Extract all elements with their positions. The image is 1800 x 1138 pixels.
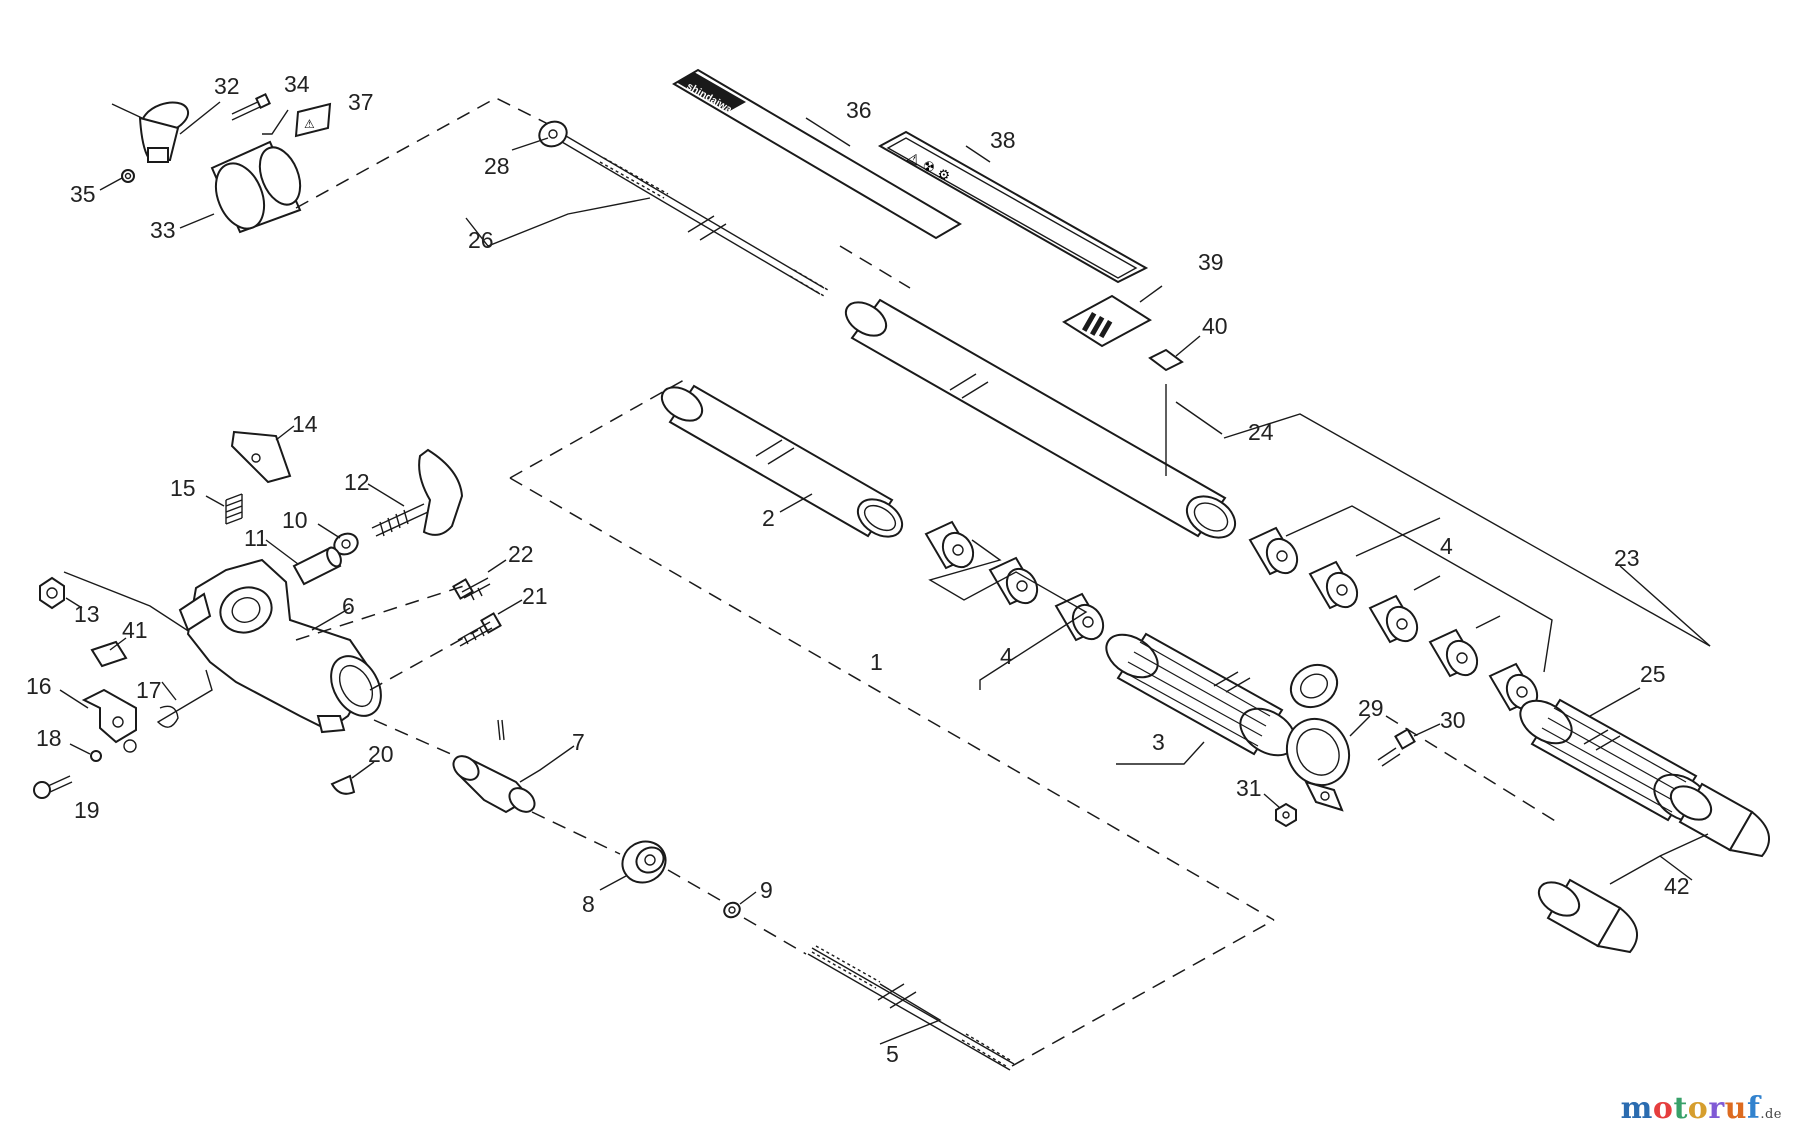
callout-21: 21 (522, 583, 548, 609)
part-33-sleeve (210, 140, 302, 234)
part-12-t-knob (371, 448, 464, 537)
callout-39: 39 (1198, 249, 1224, 275)
callout-42: 42 (1664, 873, 1690, 899)
part-34-screw (231, 93, 271, 121)
callout-29: 29 (1358, 695, 1384, 721)
part-3-grip (1105, 632, 1297, 757)
callout-2: 2 (762, 505, 775, 531)
part-39-decal (1062, 294, 1152, 348)
part-22-screw (452, 577, 491, 601)
watermark-letter: o (1652, 1091, 1674, 1126)
callout-19: 19 (74, 797, 100, 823)
callout-37: 37 (348, 89, 374, 115)
part-11-pin (292, 546, 342, 586)
part-9-retainer (723, 901, 741, 919)
callout-5: 5 (886, 1041, 899, 1067)
part-26-drive-shaft (561, 135, 829, 297)
part-41-label (90, 640, 128, 668)
part-10-washer (333, 532, 359, 556)
part-42-end-cap-upper (1669, 782, 1771, 858)
part-21-screw (457, 612, 502, 647)
callout-35: 35 (70, 181, 96, 207)
part-4-bushing-right-2 (1308, 560, 1359, 610)
watermark-letter: m (1620, 1091, 1653, 1126)
callout-38: 38 (990, 127, 1016, 153)
callout-8: 8 (582, 891, 595, 917)
watermark-logo: motoruf.de (1621, 1091, 1782, 1126)
part-35-nut (121, 169, 135, 183)
callout-17: 17 (136, 677, 162, 703)
callout-25: 25 (1640, 661, 1666, 687)
callout-41: 41 (122, 617, 148, 643)
part-24-outer-tube (844, 298, 1237, 539)
part-30-bolt (1377, 728, 1416, 767)
svg-text:⚠: ⚠ (304, 117, 315, 131)
callout-9: 9 (760, 877, 773, 903)
callout-34: 34 (284, 71, 310, 97)
part-37-label: ⚠ (294, 102, 332, 138)
part-6-gear-housing (178, 558, 382, 734)
callout-3: 3 (1152, 729, 1165, 755)
callout-6: 6 (342, 593, 355, 619)
callout-14: 14 (292, 411, 318, 437)
callout-7: 7 (572, 729, 585, 755)
part-4-bushing-right-1 (1248, 526, 1299, 576)
callout-31: 31 (1236, 775, 1262, 801)
part-4-bushing-right-5 (1488, 662, 1539, 712)
callout-40: 40 (1202, 313, 1228, 339)
callout-23: 23 (1614, 545, 1640, 571)
part-16-bracket (81, 688, 137, 753)
part-20-key (330, 774, 356, 795)
part-32-clamp (138, 101, 190, 163)
part-29-clamp-ring (1285, 663, 1351, 812)
part-4-bushing-left-1 (924, 520, 975, 570)
callout-36: 36 (846, 97, 872, 123)
watermark-letters: motoruf (1621, 1091, 1761, 1126)
part-7-coupler (452, 719, 536, 814)
watermark-letter: f (1746, 1091, 1761, 1126)
callout-22: 22 (508, 541, 534, 567)
callout-20: 20 (368, 741, 394, 767)
callout-26: 26 (468, 227, 494, 253)
part-40-label (1148, 348, 1184, 372)
part-5-lower-drive-shaft (807, 945, 1015, 1071)
part-4-bushing-left-3 (1054, 592, 1105, 642)
watermark-letter: o (1687, 1091, 1709, 1126)
part-28-bushing (538, 120, 568, 148)
watermark-suffix: .de (1760, 1107, 1782, 1122)
part-13-nut (39, 576, 65, 610)
part-2-inner-tube (660, 384, 904, 538)
callout-16: 16 (26, 673, 52, 699)
callout-11: 11 (244, 525, 268, 551)
callout-33: 33 (150, 217, 176, 243)
part-15-spring (225, 493, 243, 525)
watermark-letter: u (1724, 1091, 1747, 1126)
part-4-bushing-right-4 (1428, 628, 1479, 678)
callout-28: 28 (484, 153, 510, 179)
callout-12: 12 (344, 469, 370, 495)
part-18-washer (90, 750, 102, 762)
callout-15: 15 (170, 475, 196, 501)
part-17-spring-clip (156, 669, 213, 728)
callout-18: 18 (36, 725, 62, 751)
callout-4-left: 4 (1000, 643, 1013, 669)
part-42-end-cap-lower (1537, 878, 1639, 954)
callout-13: 13 (74, 601, 100, 627)
callout-1: 1 (870, 649, 883, 675)
callout-32: 32 (214, 73, 240, 99)
callout-24: 24 (1248, 419, 1274, 445)
callout-4-right: 4 (1440, 533, 1453, 559)
watermark-letter: r (1708, 1091, 1725, 1126)
watermark-letter: t (1673, 1091, 1688, 1126)
callout-30: 30 (1440, 707, 1466, 733)
part-4-bushing-right-3 (1368, 594, 1419, 644)
part-14-lock-plate (230, 430, 292, 484)
callout-10: 10 (282, 507, 308, 533)
part-4-bushing-left-2 (988, 556, 1039, 606)
part-31-nut (1275, 802, 1297, 828)
part-38-decal: ⚠ ☢ ⚙ (877, 130, 1149, 284)
part-19-screw (33, 775, 73, 799)
part-8-bearing (621, 840, 667, 884)
